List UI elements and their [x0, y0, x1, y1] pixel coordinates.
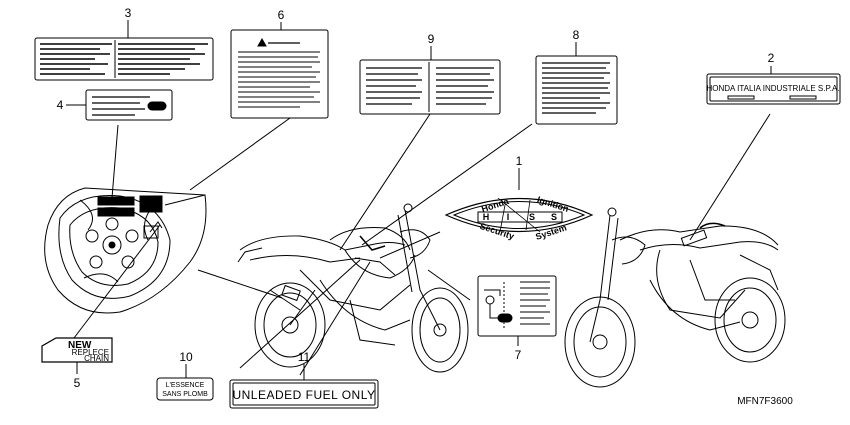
label-honda-italia-text: HONDA ITALIA INDUSTRIALE S.P.A.	[706, 84, 839, 93]
chain-replace-text: REPLECE	[72, 348, 109, 357]
label-8	[535, 55, 618, 125]
label-3	[34, 37, 214, 81]
label-9	[359, 59, 501, 115]
label-2	[706, 73, 841, 105]
motorcycle-left-view	[237, 203, 469, 373]
label-6	[230, 29, 329, 119]
essence-line2-text: SANS PLOMB	[162, 391, 208, 398]
label-1-hiss	[444, 197, 594, 233]
callout-6: 6	[278, 8, 285, 22]
callout-1: 1	[516, 154, 523, 168]
callout-4: 4	[57, 98, 64, 112]
callout-9: 9	[428, 32, 435, 46]
motorcycle-right-view	[564, 207, 786, 388]
hiss-h-text: H	[483, 212, 490, 222]
callout-2: 2	[768, 51, 775, 65]
hiss-security-text: Security	[478, 221, 515, 241]
callout-5: 5	[74, 376, 81, 390]
label-7	[477, 275, 557, 337]
callout-3: 3	[125, 6, 132, 20]
unleaded-text: UNLEADED FUEL ONLY	[232, 388, 375, 402]
wheel-detail	[44, 187, 207, 314]
callout-7: 7	[515, 348, 522, 362]
chain-new-text: NEW	[68, 340, 92, 351]
hiss-s2-text: S	[551, 212, 557, 222]
essence-line1-text: L'ESSENCE	[166, 382, 205, 389]
leader-lines	[73, 113, 771, 376]
callout-10: 10	[179, 350, 193, 364]
chain-chain-text: CHAIN	[84, 354, 109, 363]
hiss-s1-text: S	[529, 212, 535, 222]
hiss-ignition-text: Ignition	[536, 194, 570, 214]
label-5-chain	[41, 337, 113, 363]
hiss-i-text: I	[507, 212, 510, 222]
callout-11: 11	[298, 350, 311, 364]
label-4	[85, 89, 173, 121]
diagram-code: MFN7F3600	[737, 396, 793, 407]
label-10	[156, 377, 214, 401]
callout-8: 8	[573, 28, 580, 42]
